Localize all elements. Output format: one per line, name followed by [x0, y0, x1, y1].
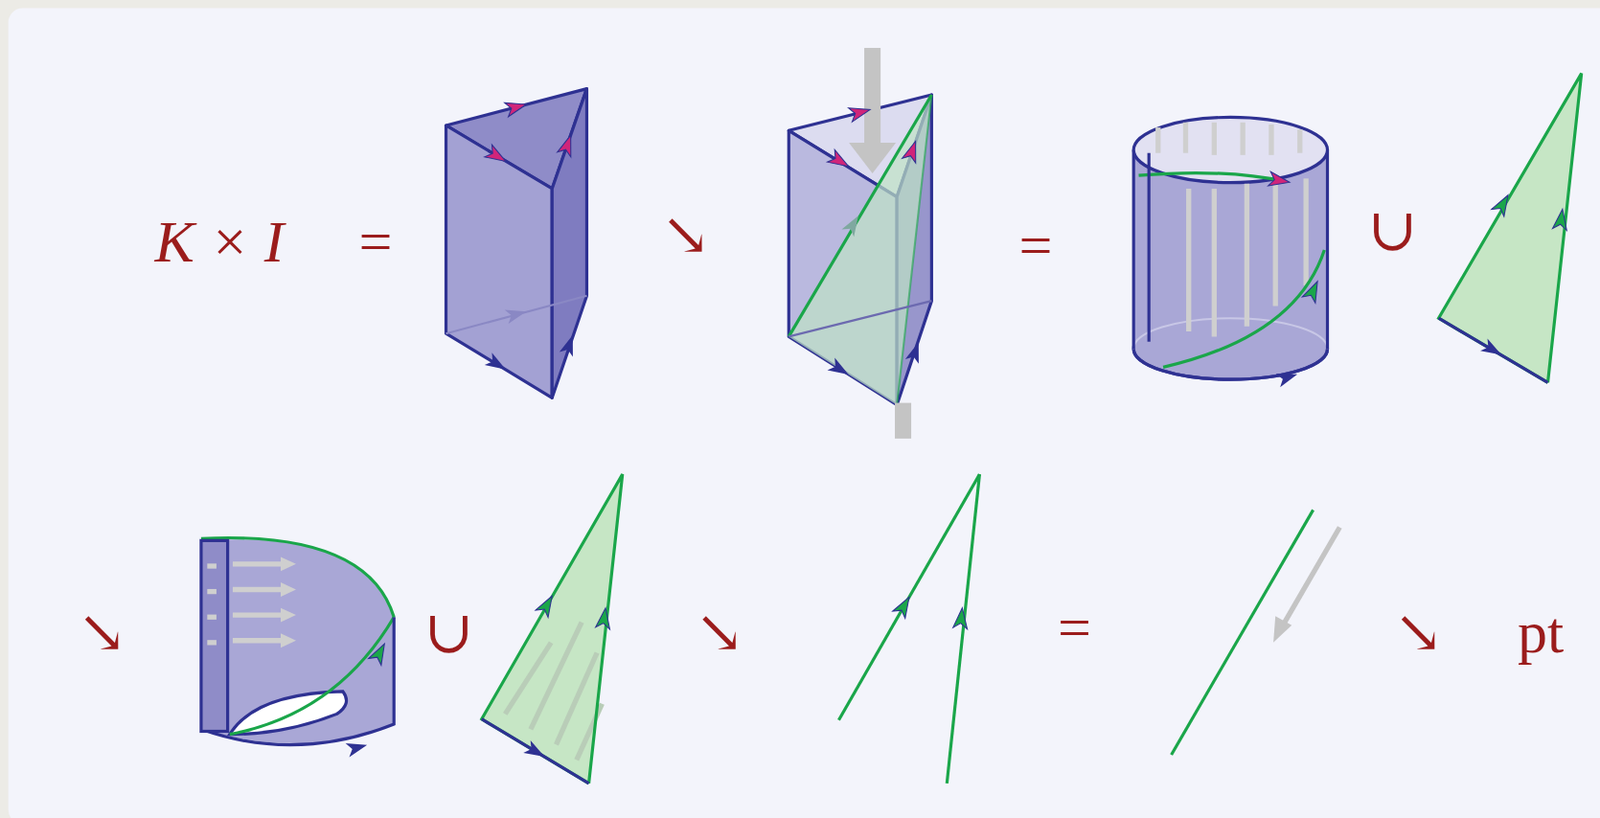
equals-sign: =	[1019, 215, 1053, 275]
prism	[446, 89, 588, 399]
map-arrow: ↘	[77, 602, 128, 663]
map-arrow: ↘	[1393, 602, 1443, 663]
lines	[838, 474, 980, 784]
triangle	[481, 474, 623, 784]
equals-sign: =	[358, 211, 392, 272]
panel	[8, 8, 1600, 818]
map-arrow: ↘	[694, 602, 745, 663]
point-label: pt	[1517, 602, 1564, 663]
triangle	[1439, 73, 1582, 384]
half-cylinder	[201, 538, 394, 746]
segment	[1171, 509, 1341, 755]
union-sign: ∪	[424, 602, 475, 663]
union-sign: ∪	[1368, 200, 1418, 260]
prism	[788, 47, 932, 439]
equals-sign: =	[1057, 597, 1092, 658]
math-expression: K × I	[155, 211, 285, 272]
cylinder	[1133, 116, 1327, 380]
map-arrow: ↘	[661, 205, 711, 265]
